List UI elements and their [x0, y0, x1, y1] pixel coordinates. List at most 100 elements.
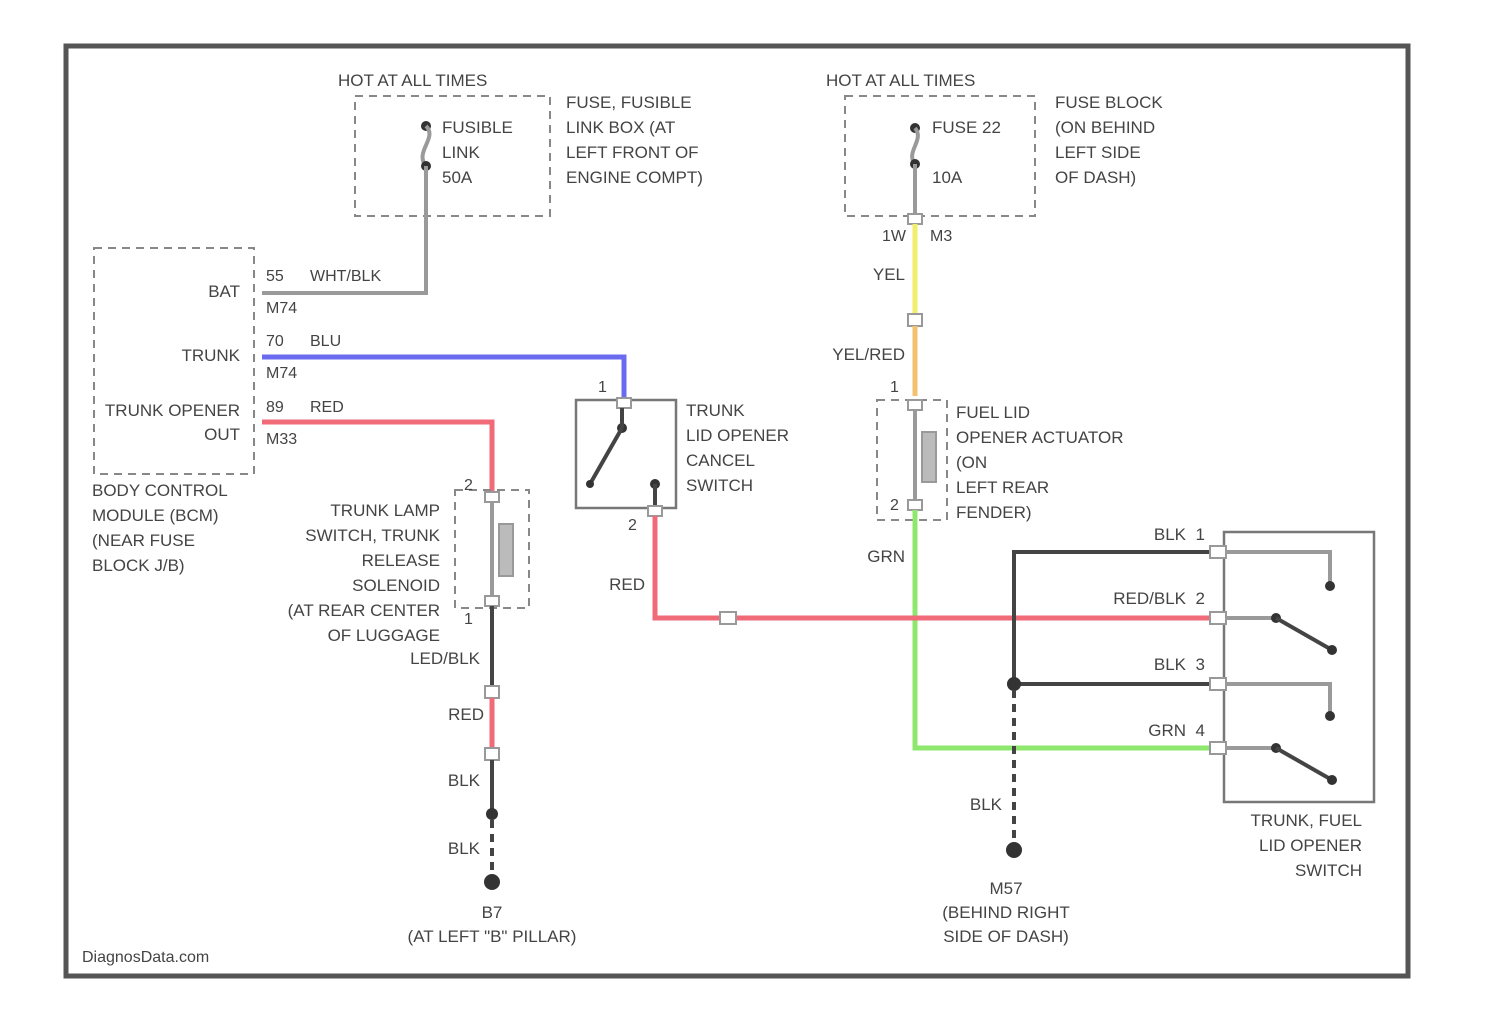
fuel-actuator-coil	[922, 432, 936, 482]
diagram-frame	[66, 46, 1408, 976]
solenoid-name-4: SOLENOID	[352, 576, 440, 595]
opener-switch-blade-1	[1276, 618, 1332, 650]
opener-switch-pin3-wire: BLK	[1154, 655, 1187, 674]
fuse-block-location-4: OF DASH)	[1055, 168, 1136, 187]
ground-right-location-1: (BEHIND RIGHT	[942, 903, 1070, 922]
bcm-name-2: MODULE (BCM)	[92, 506, 219, 525]
fuse-link-location-2: LINK BOX (AT	[566, 118, 675, 137]
bcm-opener-pin: 89	[266, 399, 284, 416]
bcm-opener-label-1: TRUNK OPENER	[105, 401, 240, 420]
bcm-opener-label-2: OUT	[204, 425, 240, 444]
opener-switch-contact-1	[1325, 581, 1335, 591]
fuse-link-name-3: 50A	[442, 168, 473, 187]
solenoid-name-6: OF LUGGAGE	[328, 626, 440, 645]
solenoid-coil	[499, 524, 513, 576]
fuse-block-pin: 1W	[882, 228, 907, 245]
ground-left-name: B7	[482, 903, 503, 922]
solenoid-name-3: RELEASE	[362, 551, 440, 570]
opener-switch-pin1-wire: BLK	[1154, 525, 1187, 544]
wire-grn	[915, 510, 1210, 748]
cancel-switch-pin-1-connector	[617, 398, 631, 408]
solenoid-name-1: TRUNK LAMP	[330, 501, 440, 520]
opener-switch-pin4-connector	[1210, 742, 1226, 754]
opener-switch-blade-2	[1276, 748, 1332, 780]
opener-switch-name-3: SWITCH	[1295, 861, 1362, 880]
cancel-switch-blade	[590, 428, 622, 484]
opener-switch-pin4-num: 4	[1196, 721, 1205, 740]
ground-left-symbol	[484, 874, 500, 890]
opener-switch-trace-1	[1226, 552, 1330, 584]
cancel-switch-pin-2-connector	[648, 506, 662, 516]
opener-switch-trace-3	[1226, 684, 1330, 714]
opener-switch-pin2-num: 2	[1196, 589, 1205, 608]
cancel-switch-pin-2: 2	[628, 517, 637, 534]
wire-red-lower-label: RED	[448, 705, 484, 724]
solenoid-name-2: SWITCH, TRUNK	[305, 526, 440, 545]
opener-switch-contact-2	[1327, 645, 1337, 655]
solenoid-pin-2: 2	[464, 477, 473, 494]
fuel-actuator-name-5: FENDER)	[956, 503, 1032, 522]
fuse-block-location-3: LEFT SIDE	[1055, 143, 1141, 162]
connector-left-2	[485, 748, 499, 760]
fuel-actuator-name-2: OPENER ACTUATOR	[956, 428, 1124, 447]
bcm-trunk-connector: M74	[266, 365, 297, 382]
bcm-bat-wire: WHT/BLK	[310, 268, 381, 285]
fuse-block-location-1: FUSE BLOCK	[1055, 93, 1163, 112]
opener-switch-name-2: LID OPENER	[1259, 836, 1362, 855]
splice-left	[486, 808, 498, 820]
wire-blu	[262, 357, 624, 398]
wire-blk-b-label: BLK	[448, 839, 481, 858]
bcm-trunk-pin: 70	[266, 333, 284, 350]
fuse-link-hot-label: HOT AT ALL TIMES	[338, 71, 487, 90]
fuel-actuator-pin-1: 1	[890, 379, 899, 396]
bcm-bat-label: BAT	[208, 282, 240, 301]
cancel-switch-name-1: TRUNK	[686, 401, 745, 420]
connector-left-1	[485, 686, 499, 698]
opener-switch-contact-3	[1325, 711, 1335, 721]
fuse-block-location-2: (ON BEHIND	[1055, 118, 1155, 137]
opener-switch-pin2-wire: RED/BLK	[1113, 589, 1186, 608]
opener-switch-pin1-connector	[1210, 546, 1226, 558]
wire-blk-a-label: BLK	[448, 771, 481, 790]
cancel-switch-name-2: LID OPENER	[686, 426, 789, 445]
fuse-block-name-2: 10A	[932, 168, 963, 187]
fuel-actuator-pin-2-connector	[908, 500, 922, 510]
solenoid-pin-1-connector	[485, 596, 499, 606]
opener-switch-pin1-num: 1	[1196, 525, 1205, 544]
bcm-trunk-label: TRUNK	[181, 346, 240, 365]
watermark: DiagnosData.com	[82, 949, 209, 966]
fuel-actuator-pin-1-connector	[908, 400, 922, 410]
trunk-fuel-lid-opener-switch: BLK 1 RED/BLK 2 BLK 3 GRN 4 TRUNK, FUEL …	[1113, 525, 1374, 880]
cancel-switch-box	[576, 400, 676, 508]
opener-switch-pin3-num: 3	[1196, 655, 1205, 674]
fuse-block-output-connector	[908, 214, 922, 224]
wire-blk-right-label: BLK	[970, 795, 1003, 814]
fuse-block-connector: M3	[930, 228, 952, 245]
opener-switch-pin4-wire: GRN	[1148, 721, 1186, 740]
fuel-actuator-pin-2: 2	[890, 497, 899, 514]
ground-right-name: M57	[989, 879, 1022, 898]
bcm-trunk-wire: BLU	[310, 333, 341, 350]
bcm-bat-pin: 55	[266, 268, 284, 285]
fuel-actuator-name-4: LEFT REAR	[956, 478, 1049, 497]
cancel-switch-name-3: CANCEL	[686, 451, 755, 470]
opener-switch-pin2-connector	[1210, 612, 1226, 624]
fuse-block-hot-label: HOT AT ALL TIMES	[826, 71, 975, 90]
solenoid-name-5: (AT REAR CENTER	[288, 601, 440, 620]
bcm-name-4: BLOCK J/B)	[92, 556, 185, 575]
trunk-lid-opener-cancel-switch: 1 2 TRUNK LID OPENER CANCEL SWITCH	[576, 379, 789, 534]
bcm-opener-wire: RED	[310, 399, 344, 416]
fuse-link-name-2: LINK	[442, 143, 480, 162]
bcm-name-3: (NEAR FUSE	[92, 531, 195, 550]
fuse-link-location-3: LEFT FRONT OF	[566, 143, 699, 162]
fuse-22-element	[912, 128, 918, 164]
fuse-link-name-1: FUSIBLE	[442, 118, 513, 137]
fuse-link-element	[423, 126, 430, 166]
splice-right	[1007, 677, 1021, 691]
connector-red-cancel	[720, 612, 736, 624]
opener-switch-contact-4	[1327, 775, 1337, 785]
cancel-switch-name-4: SWITCH	[686, 476, 753, 495]
ground-right-location-2: SIDE OF DASH)	[943, 927, 1069, 946]
cancel-switch-pin-1: 1	[598, 379, 607, 396]
